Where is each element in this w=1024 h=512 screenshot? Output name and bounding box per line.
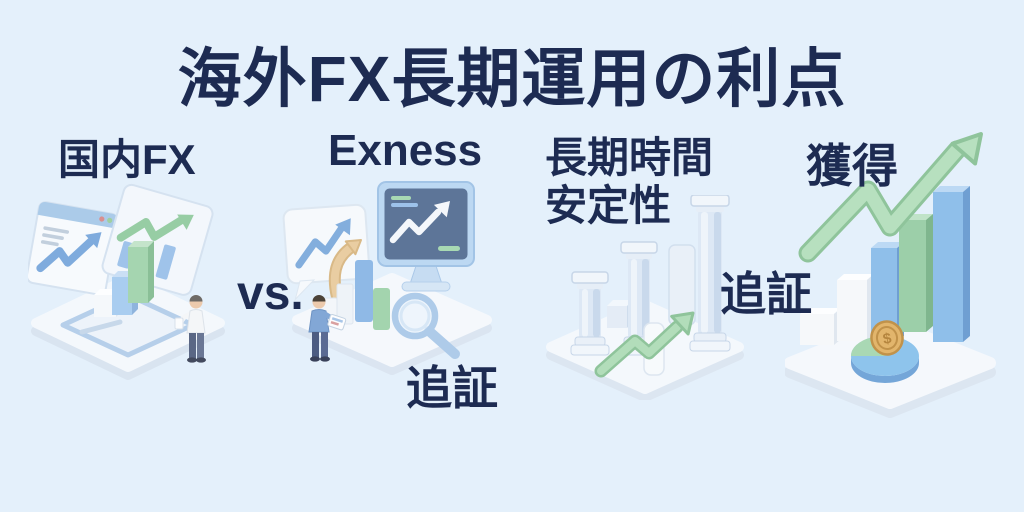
- curved-arrow-icon: [328, 239, 362, 303]
- label-long-term-line2: 安定性: [545, 181, 672, 229]
- label-profit: 獲得: [806, 140, 898, 192]
- vs-text: vs.: [237, 267, 304, 320]
- label-long-term-stability: 長期時間 安定性: [545, 134, 713, 230]
- growth-arrow-icon: [798, 132, 983, 263]
- page-title: 海外FX長期運用の利点: [177, 43, 847, 115]
- stylus-icon: [79, 319, 123, 335]
- magnifier-icon: [391, 292, 460, 359]
- dollar-coin-icon: $: [870, 320, 904, 356]
- label-long-term-line1: 長期時間: [545, 134, 714, 181]
- caption-margin-call-exness: 追証: [406, 362, 498, 414]
- caption-margin-call-stability: 追証: [720, 268, 812, 320]
- stability-pillars-illustration: [546, 195, 744, 400]
- trader-person-icon: [308, 295, 347, 362]
- platform-icon: [31, 274, 225, 380]
- domestic-fx-illustration: [28, 183, 225, 380]
- label-domestic-fx: 国内FX: [58, 136, 196, 183]
- monitor-chart-icon: [377, 181, 475, 292]
- growth-arrow-icon: [594, 311, 695, 378]
- bar-chart-icon: [320, 260, 390, 330]
- label-exness: Exness: [328, 126, 483, 175]
- browser-chart-icon: [28, 201, 119, 296]
- exness-illustration: [282, 181, 492, 375]
- dollar-symbol: $: [882, 330, 894, 348]
- trader-person-icon: [174, 295, 206, 363]
- bar-chart-icon: [800, 186, 970, 345]
- profit-growth-illustration: $: [785, 132, 996, 418]
- bar-chart-icon: [94, 241, 154, 317]
